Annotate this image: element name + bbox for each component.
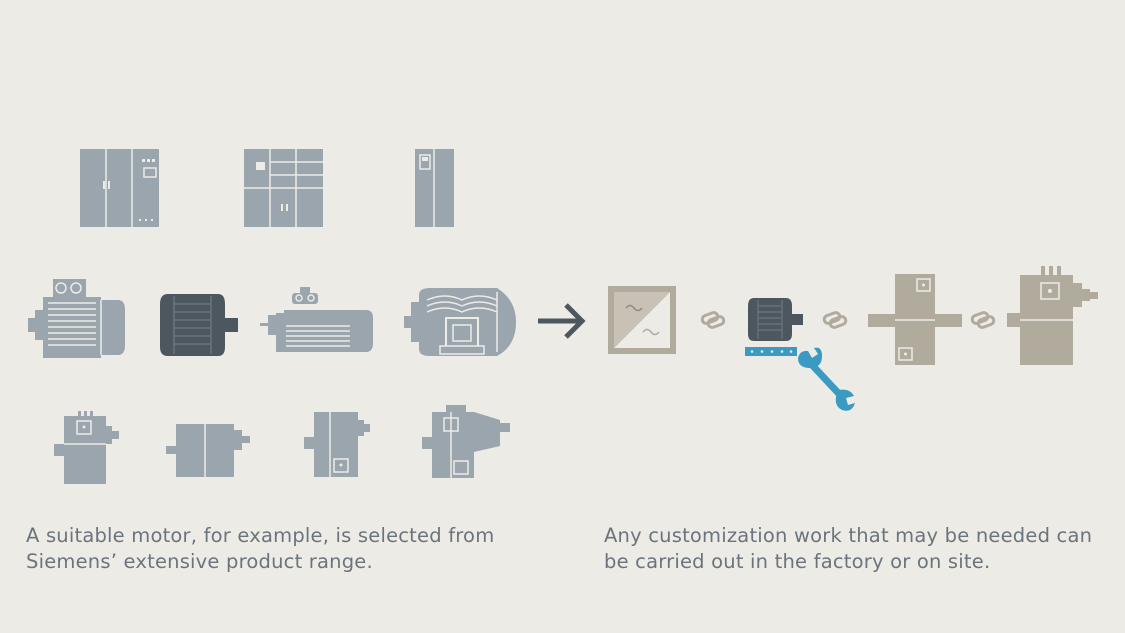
selected-motor-icon xyxy=(745,298,803,356)
caption-right-line-1: Any customization work that may be neede… xyxy=(604,524,1093,547)
caption-right-line-2: be carried out in the factory or on site… xyxy=(604,550,991,573)
motor-long-frame-icon xyxy=(260,287,373,352)
gearbox-icon xyxy=(868,274,962,365)
driven-machine-icon xyxy=(1007,266,1098,365)
motor-compact-dark-icon xyxy=(160,294,238,356)
dc-motor-medium-icon xyxy=(166,424,250,477)
dc-motor-small-icon xyxy=(54,411,119,484)
cabinet-multi-panel-icon xyxy=(244,149,323,227)
caption-left-line-1: A suitable motor, for example, is select… xyxy=(26,524,495,547)
motor-large-ribbed-icon xyxy=(404,288,516,356)
dc-motor-flanged-icon xyxy=(304,412,370,477)
cabinet-double-door-icon xyxy=(80,149,159,227)
chain-link-icon xyxy=(700,311,726,329)
caption-customization: Any customization work that may be neede… xyxy=(604,523,1092,575)
frequency-converter-icon xyxy=(608,286,676,354)
dc-motor-with-blower-icon xyxy=(422,405,510,478)
drive-cabinet-slim-icon xyxy=(415,149,454,227)
arrow-right-icon xyxy=(538,303,586,339)
caption-left-line-2: Siemens’ extensive product range. xyxy=(26,550,373,573)
chain-link-icon xyxy=(970,311,996,329)
chain-link-icon xyxy=(822,311,848,329)
motor-terminal-box-icon xyxy=(28,279,125,358)
wrench-icon xyxy=(798,347,855,411)
caption-product-selection: A suitable motor, for example, is select… xyxy=(26,523,494,575)
